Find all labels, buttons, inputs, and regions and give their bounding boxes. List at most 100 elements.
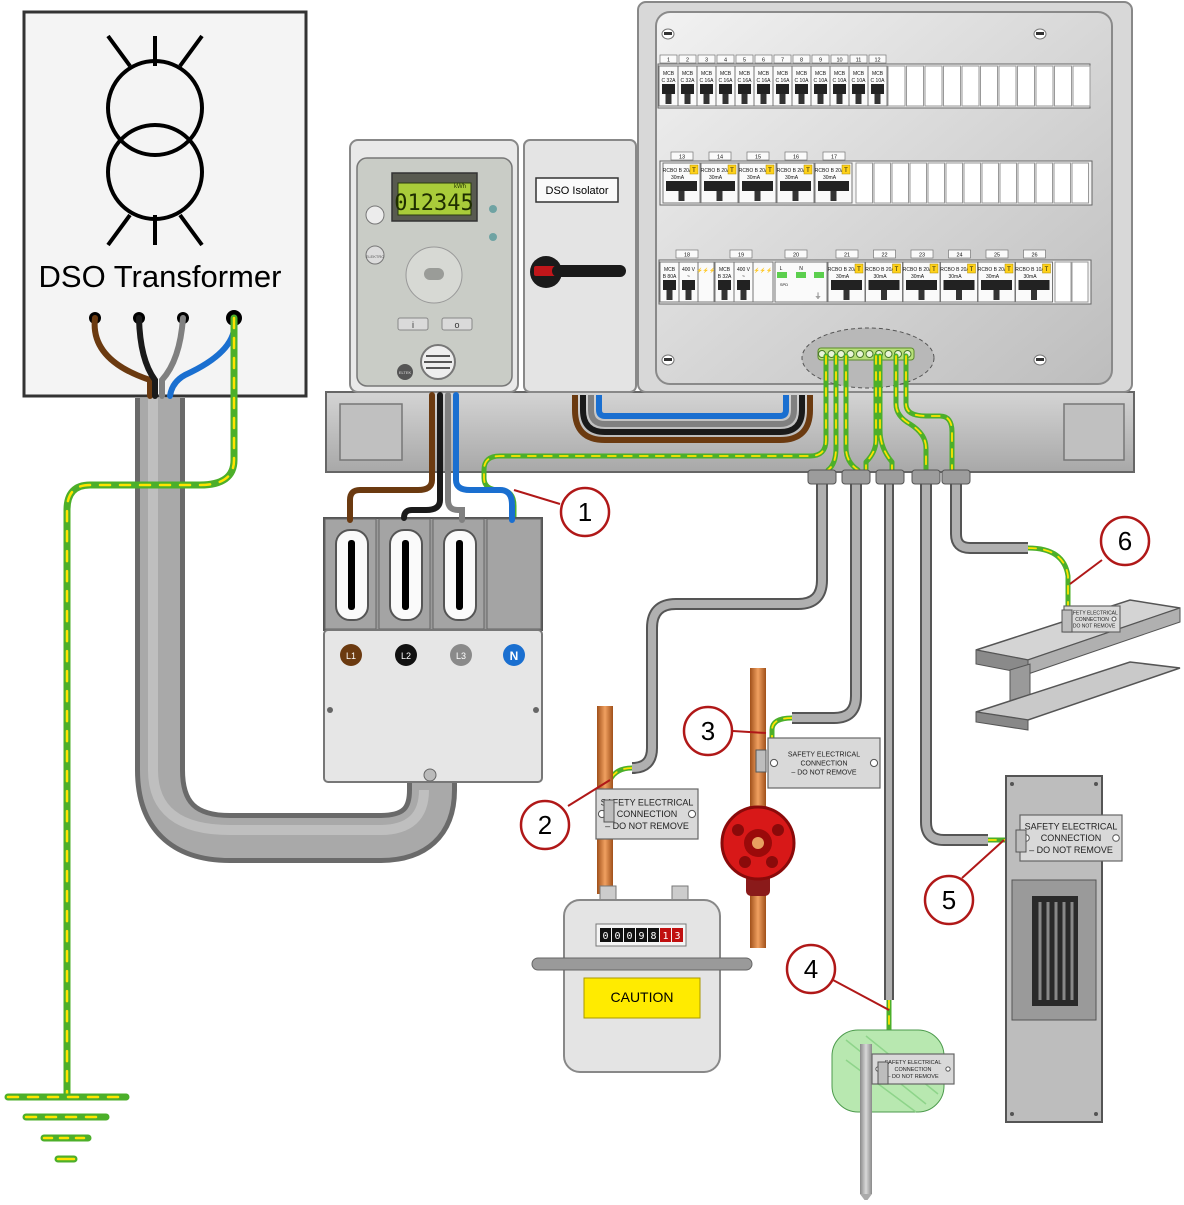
dso-transformer: DSO Transformer	[22, 10, 308, 398]
svg-text:4: 4	[804, 954, 818, 984]
svg-text:RCBO B 20A: RCBO B 20A	[978, 267, 1008, 273]
svg-text:RCBO B 10A: RCBO B 10A	[1015, 267, 1045, 273]
callout-1: 1	[513, 486, 611, 538]
stop-valve[interactable]	[720, 805, 796, 896]
spd-module-1[interactable]: 400 V~	[678, 261, 699, 303]
svg-text:C 10A: C 10A	[852, 78, 867, 84]
svg-text:1: 1	[667, 58, 670, 64]
blanking-plate	[909, 162, 927, 204]
svg-text:17: 17	[831, 155, 837, 161]
svg-text:MCB: MCB	[815, 71, 827, 77]
cutout-terminal-l1	[340, 644, 362, 666]
blanking-plate	[887, 65, 906, 107]
gas-counter-digit: 0	[612, 928, 623, 942]
svg-text:MCB: MCB	[664, 267, 676, 273]
breaker-number-3: 3	[697, 54, 716, 64]
breaker-number-23: 23	[910, 249, 934, 259]
svg-text:C 10A: C 10A	[795, 78, 810, 84]
svg-text:30mA: 30mA	[747, 175, 761, 181]
breaker-number-25: 25	[985, 249, 1009, 259]
blanking-plate	[1071, 261, 1089, 303]
svg-text:30mA: 30mA	[836, 274, 850, 280]
svg-text:T: T	[895, 267, 899, 273]
svg-text:~: ~	[687, 274, 690, 280]
svg-text:C 16A: C 16A	[719, 78, 734, 84]
svg-text:MCB: MCB	[663, 71, 675, 77]
blanking-plate	[981, 162, 999, 204]
breaker-number-22: 22	[873, 249, 896, 259]
svg-text:30mA: 30mA	[671, 175, 685, 181]
cable-trunking	[325, 391, 1135, 473]
blanking-plate	[855, 162, 873, 204]
blanking-plate	[1072, 65, 1091, 107]
gas-counter-digit: 1	[660, 928, 671, 942]
blanking-plate	[998, 65, 1017, 107]
svg-text:SPD: SPD	[780, 282, 788, 287]
svg-text:T: T	[844, 168, 848, 174]
svg-text:T: T	[857, 267, 861, 273]
svg-text:MCB: MCB	[701, 71, 713, 77]
svg-text:MCB: MCB	[719, 267, 731, 273]
earth-clamp	[877, 1061, 889, 1085]
svg-text:15: 15	[755, 155, 761, 161]
svg-text:L: L	[780, 266, 783, 272]
svg-text:22: 22	[881, 253, 887, 259]
svg-text:– DO NOT REMOVE: – DO NOT REMOVE	[605, 821, 689, 831]
earth-ground-symbol	[4, 1093, 130, 1163]
meter-button-i[interactable]	[397, 317, 429, 331]
svg-text:⚡⚡⚡: ⚡⚡⚡	[697, 267, 716, 274]
svg-text:1: 1	[662, 931, 668, 942]
breaker-number-1: 1	[659, 54, 678, 64]
blanking-plate	[1054, 65, 1072, 107]
earth-clamp	[603, 799, 615, 823]
svg-text:T: T	[1007, 267, 1011, 273]
svg-text:– DO NOT REMOVE: – DO NOT REMOVE	[791, 770, 857, 777]
isolator-handle[interactable]	[530, 256, 626, 288]
svg-text:RCBO B 20A: RCBO B 20A	[828, 267, 858, 273]
svg-text:T: T	[768, 168, 772, 174]
meter-display: 012345	[394, 191, 473, 216]
gas-counter-digit: 8	[648, 928, 659, 942]
breaker-number-17: 17	[822, 151, 846, 161]
svg-text:T: T	[932, 267, 936, 273]
blanking-plate	[999, 162, 1017, 204]
spd-module-2[interactable]: 400 V~	[733, 261, 754, 303]
meter-unit: kWh	[454, 184, 466, 190]
blanking-plate	[924, 65, 943, 107]
callout-5: 5	[923, 839, 1005, 926]
breaker-number-4: 4	[716, 54, 735, 64]
svg-text:C 32A: C 32A	[662, 78, 677, 84]
meter-button-o[interactable]	[441, 317, 473, 331]
blanking-plate	[943, 65, 961, 107]
breaker-number-7: 7	[773, 54, 792, 64]
